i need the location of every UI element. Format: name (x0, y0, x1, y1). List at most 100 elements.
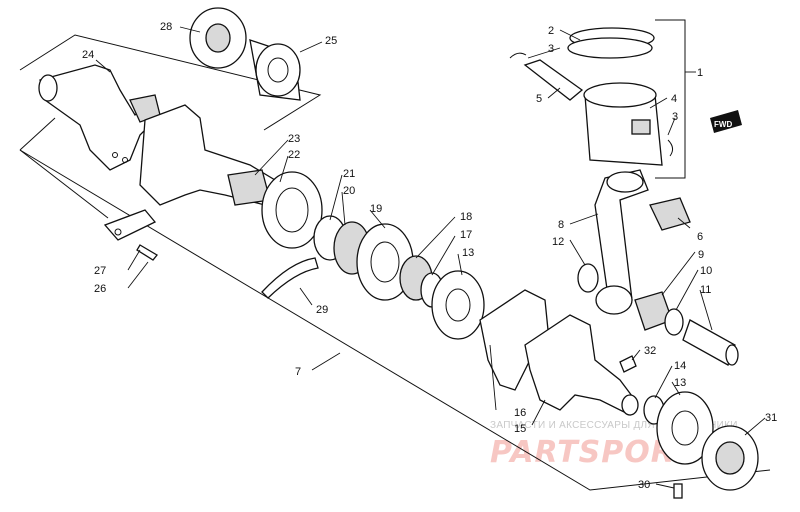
callout-7: 7 (295, 366, 301, 378)
conrod-group (577, 169, 691, 315)
callout-32: 32 (644, 345, 656, 357)
leader-11 (699, 289, 713, 331)
leader-12 (569, 239, 586, 266)
watermark-tagline: ЗАПЧАСТИ И АКСЕССУАРЫ ДЛЯ МОТОТЕХНИКИ (490, 420, 738, 431)
oil-seal-28-inner (205, 23, 231, 53)
roller-bearing-25-face (255, 43, 301, 97)
fwd-label: FWD (714, 120, 732, 129)
piston-bracket (655, 19, 696, 179)
leader-13b (671, 381, 681, 396)
piston-pin-boss (631, 119, 651, 135)
roller-bearing-25-bore (267, 57, 289, 83)
bracket-diagonal (19, 149, 109, 219)
oil-seal-19-bore (370, 241, 400, 283)
crank-left-hole (112, 152, 118, 158)
callout-24: 24 (82, 49, 94, 61)
callout-6: 6 (697, 231, 703, 243)
leader-14 (654, 365, 673, 399)
leader-19 (369, 209, 386, 229)
callout-leaders (95, 26, 766, 489)
leader-23 (254, 139, 289, 176)
callout-22: 22 (288, 149, 300, 161)
leader-16 (489, 344, 497, 411)
leader-5 (547, 87, 561, 99)
callout-31: 31 (765, 412, 777, 424)
piston-group (509, 27, 674, 166)
leader-18 (415, 216, 456, 259)
callout-21: 21 (343, 168, 355, 180)
plate-screw-26-27 (103, 209, 158, 261)
callout-4: 4 (671, 93, 677, 105)
callout-15: 15 (514, 423, 526, 435)
crank-left-shaft-end (38, 74, 58, 102)
conrod-small-end (606, 171, 644, 193)
leader-25 (299, 41, 323, 53)
leader-15 (531, 399, 546, 426)
ball-bearing-22 (261, 171, 323, 249)
callout-3b: 3 (672, 111, 678, 123)
callout-19: 19 (370, 203, 382, 215)
fwd-direction-tag: FWD (710, 110, 742, 133)
leader-10 (675, 269, 699, 311)
leader-27 (127, 249, 141, 271)
lock-plate-hole (114, 228, 122, 236)
leader-2 (559, 29, 581, 41)
leader-31 (744, 417, 766, 436)
callout-11: 11 (700, 284, 711, 296)
piston-pin-5 (523, 59, 584, 101)
crank-web-main (139, 104, 276, 206)
leader-26 (127, 261, 149, 289)
callout-8: 8 (558, 219, 564, 231)
callout-2: 2 (548, 25, 554, 37)
bearing-group-right (619, 355, 759, 499)
oil-seal-31-inner (715, 441, 745, 475)
callout-29: 29 (316, 304, 328, 316)
callout-1: 1 (697, 67, 703, 79)
callout-28: 28 (160, 21, 172, 33)
upper-bracket-line (19, 34, 322, 131)
ball-bearing-22-inner (275, 187, 309, 233)
needle-bearing-6 (649, 197, 691, 231)
leader-7 (311, 352, 341, 371)
thrust-washer-10 (664, 308, 684, 336)
callout-23: 23 (288, 133, 300, 145)
callout-labels: 1 2 3 4 3 5 6 7 8 9 10 11 12 13 13 14 15… (82, 21, 777, 491)
callout-13b: 13 (674, 377, 686, 389)
callout-14: 14 (674, 360, 686, 372)
crank-half-left (38, 64, 161, 171)
crank-left-hole-2 (122, 157, 128, 163)
leader-8 (569, 213, 599, 225)
bearing-group-13-17-18 (399, 255, 485, 340)
callout-5: 5 (536, 93, 542, 105)
leader-32 (631, 349, 641, 361)
callout-3a: 3 (548, 43, 554, 55)
crank-pin-11-end (725, 344, 739, 366)
callout-25: 25 (325, 35, 337, 47)
callout-13a: 13 (462, 247, 474, 259)
ball-bearing-13a-inner (445, 288, 471, 322)
seal-group-19-21 (313, 215, 414, 301)
callout-27: 27 (94, 265, 106, 277)
crankpin-group (634, 291, 739, 366)
conrod-big-end (595, 285, 633, 315)
leader-9 (661, 251, 696, 296)
leader-24 (95, 59, 111, 73)
bearing-group-25-28 (189, 7, 301, 101)
callout-12: 12 (552, 236, 564, 248)
ball-bearing-13b (656, 391, 714, 465)
bearing-22 (261, 171, 323, 299)
connecting-rod-8 (594, 169, 649, 311)
screw-26 (136, 244, 158, 261)
leader-21 (329, 174, 343, 221)
piston-bracket-line (655, 19, 686, 179)
circlip-3b (667, 139, 674, 157)
crank-shaft-end (621, 394, 639, 416)
leader-3a (527, 47, 561, 59)
leader-28 (179, 26, 201, 33)
leader-4 (649, 97, 668, 109)
leader-13a (457, 253, 463, 276)
fwd-arrow-icon (710, 110, 742, 133)
callout-30: 30 (638, 479, 650, 491)
leader-22 (279, 155, 289, 183)
callout-9: 9 (698, 249, 704, 261)
